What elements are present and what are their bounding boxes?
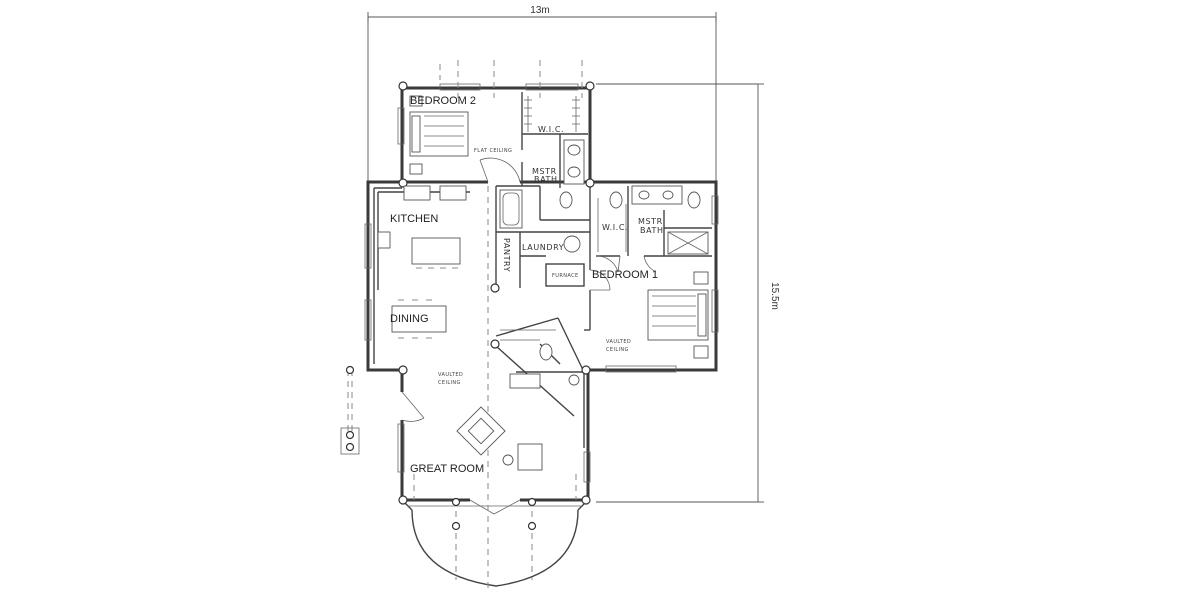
annotation-mstr-bath-lower-2: BATH	[640, 226, 664, 235]
doors	[401, 157, 657, 515]
dimension-height-label: 15.5m	[769, 282, 780, 310]
dimension-width-label: 13m	[530, 5, 549, 16]
beam-lines	[347, 60, 583, 590]
annotation-wic-upper: W.I.C.	[538, 125, 564, 134]
annotation-laundry: LAUNDRY	[522, 243, 564, 252]
windows	[364, 83, 719, 483]
annotation-furnace: FURNACE	[552, 273, 579, 279]
room-label-dining: DINING	[390, 313, 429, 325]
room-label-kitchen: KITCHEN	[390, 213, 438, 225]
annotation-wic-lower: W.I.C.	[602, 223, 628, 232]
exterior-walls	[366, 86, 718, 502]
posts	[340, 81, 595, 531]
fixtures	[377, 95, 709, 471]
annotation-vaulted-bed1-1: VAULTED	[606, 339, 631, 345]
annotation-vaulted-great-1: VAULTED	[438, 372, 463, 378]
annotation-flat-ceiling: FLAT CEILING	[474, 148, 512, 154]
annotation-vaulted-great-2: CEILING	[438, 380, 461, 386]
annotation-mstr-bath-lower-1: MSTR	[638, 217, 663, 226]
annotation-mstr-bath-upper-1: MSTR	[532, 167, 557, 176]
annotation-pantry: PANTRY	[502, 238, 511, 272]
annotation-vaulted-bed1-2: CEILING	[606, 347, 629, 353]
room-label-bedroom-2: BEDROOM 2	[410, 95, 476, 107]
room-label-great-room: GREAT ROOM	[410, 463, 484, 475]
dimension-lines	[367, 12, 764, 503]
room-label-bedroom-1: BEDROOM 1	[592, 269, 658, 281]
annotation-mstr-bath-upper-2: BATH	[534, 175, 558, 184]
porch	[401, 499, 589, 587]
